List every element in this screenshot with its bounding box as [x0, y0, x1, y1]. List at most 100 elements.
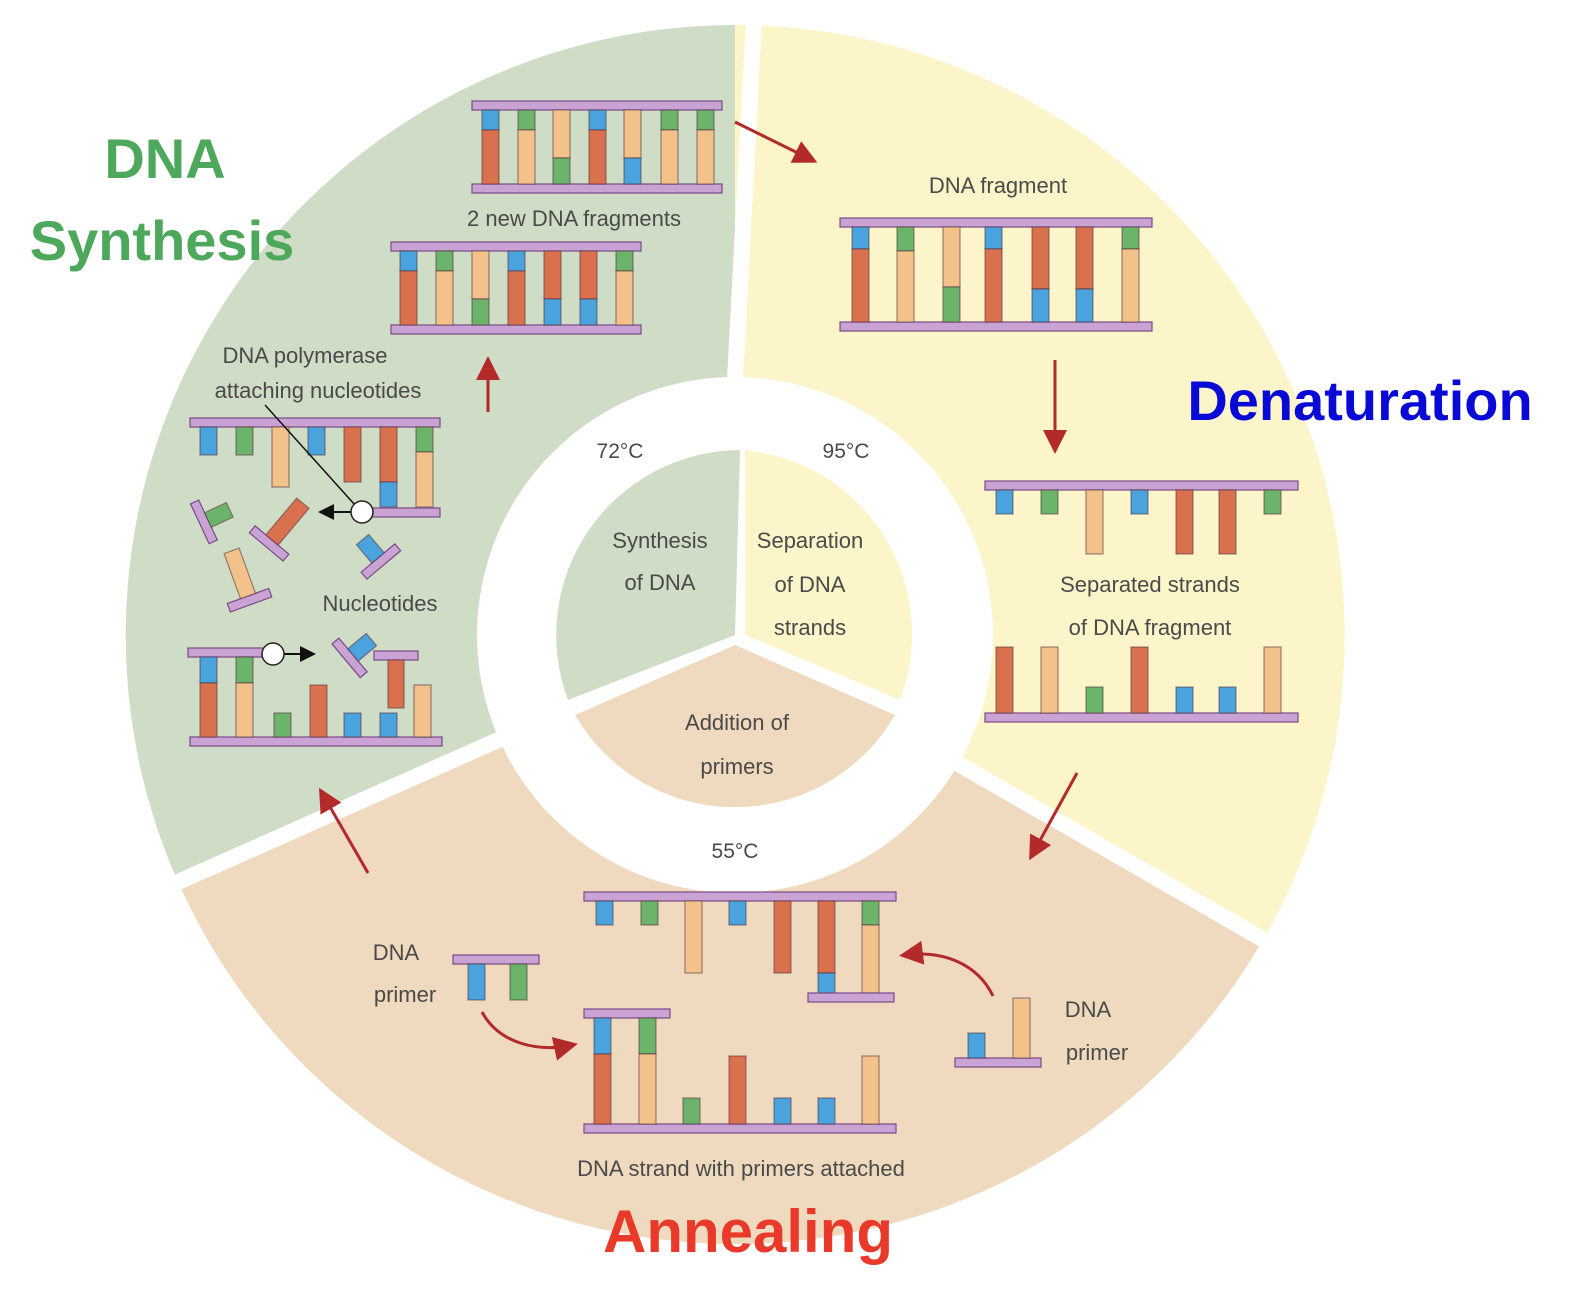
nucleotide-base: [773, 900, 792, 974]
nucleotide-base: [235, 426, 254, 456]
nucleotide-base: [517, 109, 536, 131]
nucleotide-base: [1085, 489, 1104, 555]
temp-72: 72°C: [597, 440, 644, 463]
nucleotide-base: [1218, 489, 1237, 555]
dna-illustrations: [187, 100, 1299, 1134]
dna-backbone: [583, 1123, 897, 1134]
nucleotide-base: [273, 712, 292, 738]
dna-backbone: [839, 217, 1153, 228]
dna-backbone: [390, 241, 642, 252]
nucleotide-base: [543, 298, 562, 326]
nucleotide-base: [1031, 226, 1050, 290]
label-primer-right-line1: DNA: [1065, 997, 1112, 1022]
nucleotide-base: [1040, 646, 1059, 714]
polymerase-marker-2: [261, 642, 285, 666]
inner-denaturation-line1: Separation: [757, 528, 863, 553]
dna-backbone: [583, 891, 897, 902]
nucleotide-base: [435, 250, 454, 272]
nucleotide-base: [593, 1053, 612, 1125]
nucleotide-base: [399, 250, 418, 272]
dna-backbone: [187, 647, 275, 658]
inner-denaturation-line2: of DNA: [775, 572, 846, 597]
label-primer-left-line2: primer: [374, 982, 436, 1007]
arrow-primer-left: [480, 1011, 578, 1061]
dna-backbone: [189, 417, 441, 428]
nucleotide-base: [379, 426, 398, 483]
label-primer-right-line2: primer: [1066, 1040, 1128, 1065]
nucleotide-base: [1031, 288, 1050, 323]
nucleotide-base: [896, 250, 915, 323]
nucleotide-base: [343, 426, 362, 483]
dna-backbone: [984, 712, 1299, 723]
nucleotide-base: [235, 656, 254, 684]
nucleotide-base: [1121, 226, 1140, 250]
nucleotide-base: [1012, 997, 1031, 1059]
nucleotide-base: [307, 426, 326, 456]
nucleotide-base: [399, 270, 418, 326]
nucleotide-base: [728, 900, 747, 926]
inner-synthesis-sector: [556, 450, 740, 700]
nucleotide-base: [995, 646, 1014, 714]
inner-annealing-sector: [575, 645, 895, 808]
nucleotide-base: [1075, 288, 1094, 323]
nucleotide-base: [623, 157, 642, 185]
nucleotide-base: [1121, 248, 1140, 323]
nucleotide-base: [984, 226, 1003, 250]
title-denaturation: Denaturation: [1187, 369, 1532, 432]
arrow-to-annealing: [1029, 772, 1079, 861]
free-nucleotide: [331, 632, 378, 679]
nucleotide-base: [309, 684, 328, 738]
nucleotide-base: [984, 248, 1003, 323]
label-separated-line2: of DNA fragment: [1069, 615, 1232, 640]
nucleotide-base: [682, 1097, 701, 1125]
dna-backbone: [189, 736, 443, 747]
nucleotide-base: [942, 226, 961, 288]
nucleotide-base: [696, 129, 715, 185]
nucleotide-base: [481, 109, 500, 131]
nucleotide-base: [995, 489, 1014, 515]
nucleotide-base: [579, 250, 598, 300]
nucleotide-base: [861, 900, 880, 926]
nucleotide-base: [684, 900, 703, 974]
nucleotide-base: [851, 248, 870, 323]
inner-synthesis-line1: Synthesis: [612, 528, 707, 553]
label-polymerase-line1: DNA polymerase: [222, 343, 387, 368]
free-nucleotide: [248, 497, 310, 562]
nucleotide-base: [861, 1055, 880, 1125]
label-separated-line1: Separated strands: [1060, 572, 1240, 597]
arrow-to-synthesis: [319, 787, 370, 874]
nucleotide-base: [343, 712, 362, 738]
nucleotide-base: [413, 684, 432, 738]
nucleotide-base: [773, 1097, 792, 1125]
nucleotide-base: [579, 298, 598, 326]
free-nucleotide: [223, 547, 273, 613]
nucleotide-base: [415, 451, 434, 508]
nucleotide-base: [638, 1053, 657, 1125]
nucleotide-base: [1130, 646, 1149, 714]
nucleotide-base: [1263, 489, 1282, 515]
title-annealing: Annealing: [603, 1198, 893, 1265]
label-polymerase-line2: attaching nucleotides: [215, 378, 422, 403]
dna-backbone: [471, 183, 723, 194]
nucleotide-base: [481, 129, 500, 185]
nucleotide-base: [379, 481, 398, 508]
nucleotide-base: [435, 270, 454, 326]
label-strand-primers: DNA strand with primers attached: [577, 1156, 905, 1181]
nucleotide-base: [861, 924, 880, 994]
nucleotide-base: [1040, 489, 1059, 515]
dna-backbone: [452, 954, 540, 965]
nucleotide-base: [593, 1017, 612, 1055]
nucleotide-base: [471, 250, 490, 300]
label-primer-left-line1: DNA: [373, 940, 420, 965]
polymerase-marker-1: [350, 500, 374, 524]
nucleotide-base: [588, 129, 607, 185]
nucleotide-base: [728, 1055, 747, 1125]
pointer-line-polymerase: [264, 404, 356, 506]
nucleotide-base: [660, 129, 679, 185]
divider-top: [727, 0, 763, 381]
nucleotide-base: [967, 1032, 986, 1059]
nucleotide-base: [640, 900, 659, 926]
title-dna: DNA: [104, 127, 225, 190]
